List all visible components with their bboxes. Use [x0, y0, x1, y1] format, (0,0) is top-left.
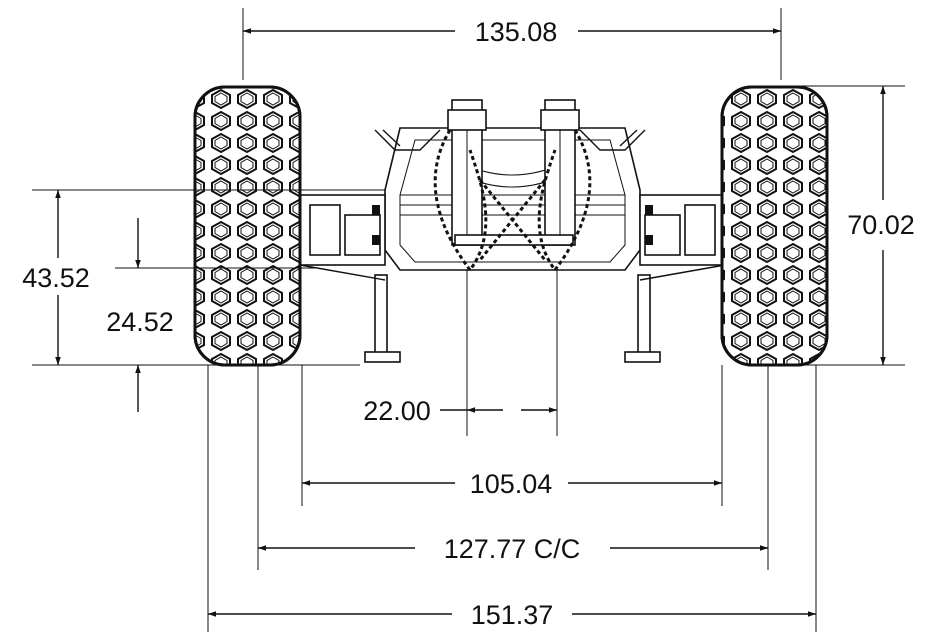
dim-frame-height-label: 43.52 [22, 263, 90, 293]
dim-ground-clearance-label: 24.52 [106, 307, 174, 337]
dim-overall-top-label: 135.08 [475, 17, 558, 47]
left-stand [364, 274, 401, 363]
dim-overall-width-label: 151.37 [471, 600, 554, 630]
dim-hitch-spacing-label: 22.00 [363, 396, 431, 426]
dim-overall-top: 135.08 [242, 8, 782, 80]
right-stand [624, 274, 661, 363]
cross-bar [454, 234, 574, 246]
dim-overall-width: 151.37 [207, 365, 817, 632]
dim-frame-height: 43.52 [22, 189, 385, 366]
right-spindle [639, 194, 726, 281]
dim-tire-height-label: 70.02 [847, 210, 915, 240]
dim-center-to-center-label: 127.77 C/C [444, 534, 581, 564]
right-tire [720, 85, 829, 367]
dim-ground-clearance: 24.52 [106, 218, 315, 412]
hitch-posts [447, 99, 580, 246]
dim-hitch-spacing: 22.00 [363, 270, 558, 436]
safety-chains [433, 129, 592, 273]
implement-front-view [193, 85, 829, 367]
left-spindle [299, 194, 386, 281]
dim-inner-tire-spacing: 105.04 [301, 365, 723, 506]
dim-center-to-center: 127.77 C/C [257, 365, 769, 570]
dim-inner-tire-spacing-label: 105.04 [470, 469, 553, 499]
left-tire [193, 85, 302, 367]
side-handles [374, 129, 646, 151]
dim-tire-height: 70.02 [800, 85, 915, 366]
